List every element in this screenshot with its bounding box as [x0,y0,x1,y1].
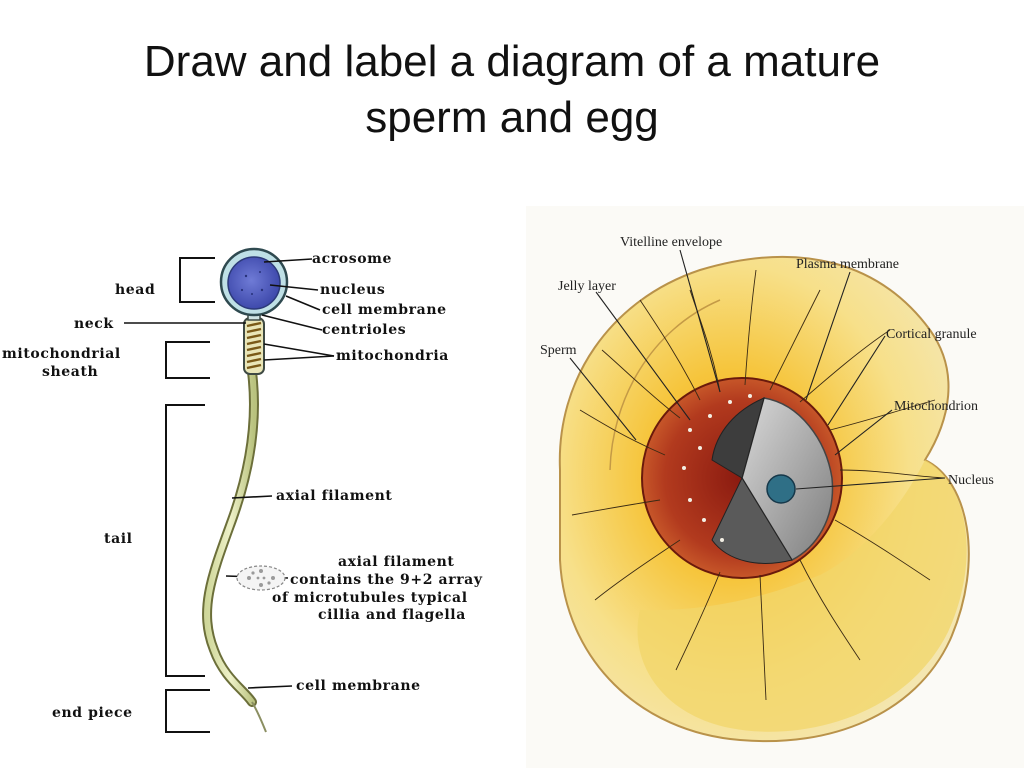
label-centrioles: centrioles [322,322,406,338]
title-line-2: sperm and egg [365,93,659,142]
label-head: head [115,282,155,298]
cross-section-microtubules [247,569,275,587]
sperm-diagram: acrosome head nucleus cell membrane neck… [2,247,483,733]
sperm-leader-lines [124,258,335,689]
label-acrosome: acrosome [312,251,392,267]
label-cell-membrane-tail: cell membrane [296,678,421,694]
label-mitochondrion: Mitochondrion [894,399,978,414]
label-mitochondrial-sheath-2: sheath [42,364,98,380]
cut-away-floor [711,476,793,564]
cortical-granules [682,394,752,542]
label-axial-note-1: axial filament [338,554,455,570]
axial-filament-cross-section [236,565,286,591]
egg-nucleus [766,474,796,504]
egg-leader-lines [569,249,946,490]
sperm-nucleus [227,256,281,310]
label-end-piece: end piece [52,705,133,721]
slide-title: Draw and label a diagram of a mature spe… [0,34,1024,146]
sperm-tail-core [204,369,257,705]
label-neck: neck [74,316,114,332]
label-nucleus: nucleus [320,282,385,298]
label-axial-note-4: cillia and flagella [318,607,466,623]
label-mitochondria: mitochondria [336,348,449,364]
title-line-1: Draw and label a diagram of a mature [143,37,881,86]
label-vitelline-envelope: Vitelline envelope [620,235,722,250]
sperm-brackets [165,257,215,733]
jelly-inner-curve [609,299,721,471]
label-plasma-membrane: Plasma membrane [796,257,899,272]
label-sperm: Sperm [540,343,577,358]
sperm-end-piece [251,701,267,733]
label-cell-membrane-head: cell membrane [322,302,447,318]
label-axial-filament: axial filament [276,488,393,504]
label-jelly-layer: Jelly layer [558,279,616,294]
label-axial-note-2: contains the 9+2 array [290,572,483,588]
label-mitochondrial-sheath-1: mitochondrial [2,346,121,362]
jelly-cut-face [637,460,967,732]
mitochondria-coils [246,321,262,370]
label-tail: tail [104,531,133,547]
egg-diagram: Vitelline envelope Plasma membrane Jelly… [526,206,1024,768]
cut-away-interior [711,397,765,479]
label-egg-nucleus: Nucleus [948,473,994,488]
label-cortical-granule: Cortical granule [886,327,977,342]
nucleus-texture [240,271,264,295]
label-axial-note-3: of microtubules typical [272,590,468,606]
jelly-fibers [571,269,946,701]
